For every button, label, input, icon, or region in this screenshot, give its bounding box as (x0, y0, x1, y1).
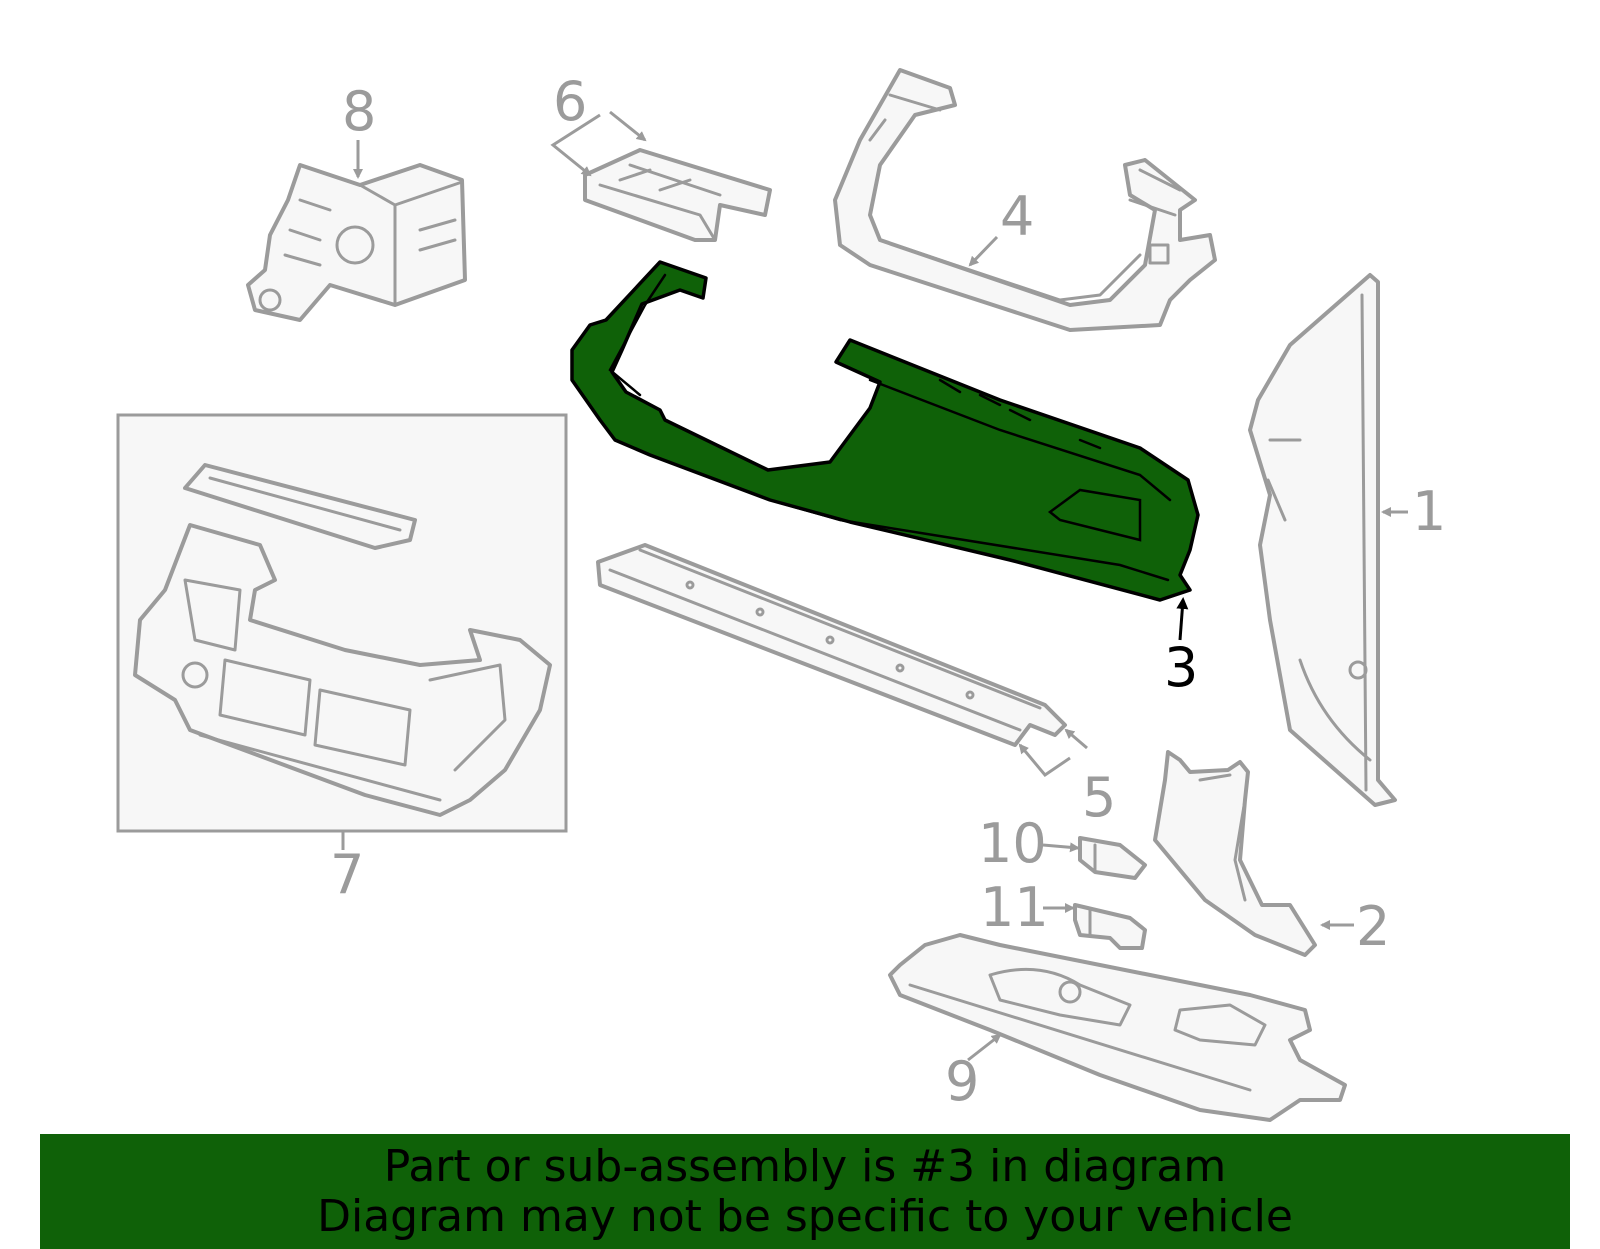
callout-6[interactable]: 6 (553, 70, 587, 133)
leader-6a (550, 113, 601, 177)
callout-5[interactable]: 5 (1082, 766, 1116, 829)
part-3-instrument-panel[interactable] (570, 260, 1200, 602)
leader-5b (1064, 728, 1088, 750)
part-10-clip[interactable] (1078, 836, 1147, 880)
callout-10[interactable]: 10 (978, 812, 1047, 875)
part-1-side-panel[interactable] (1248, 273, 1397, 807)
banner-line-1: Part or sub-assembly is #3 in diagram (383, 1141, 1227, 1192)
leader-4 (968, 235, 999, 267)
part-2-lower-trim[interactable] (1153, 750, 1317, 957)
part-9-lower-panel[interactable] (888, 933, 1347, 1122)
callout-1[interactable]: 1 (1412, 480, 1446, 543)
leader-3 (1176, 597, 1189, 641)
leaders (341, 110, 1408, 1062)
callout-3[interactable]: 3 (1164, 636, 1198, 699)
callout-11[interactable]: 11 (980, 876, 1049, 939)
part-4-frame[interactable] (833, 68, 1217, 332)
leader-9 (967, 1033, 1002, 1062)
part-8-module[interactable] (246, 163, 467, 322)
callout-labels: 1 2 3 4 5 6 7 8 9 10 11 (330, 70, 1446, 1113)
callout-7[interactable]: 7 (330, 843, 364, 906)
callout-8[interactable]: 8 (342, 80, 376, 143)
leader-6b (609, 110, 647, 142)
part-11-bracket[interactable] (1073, 903, 1147, 950)
callout-2[interactable]: 2 (1356, 895, 1390, 958)
leader-5a (1018, 743, 1071, 778)
callout-9[interactable]: 9 (945, 1050, 979, 1113)
callout-4[interactable]: 4 (1000, 185, 1034, 248)
part-5-trim-strip[interactable] (596, 543, 1067, 747)
part-7-subassembly[interactable] (116, 413, 568, 833)
part-6-bezel[interactable] (583, 148, 772, 242)
banner-line-2: Diagram may not be specific to your vehi… (317, 1191, 1293, 1242)
info-banner: Part or sub-assembly is #3 in diagram Di… (40, 1134, 1570, 1249)
leader-10 (1042, 842, 1080, 853)
